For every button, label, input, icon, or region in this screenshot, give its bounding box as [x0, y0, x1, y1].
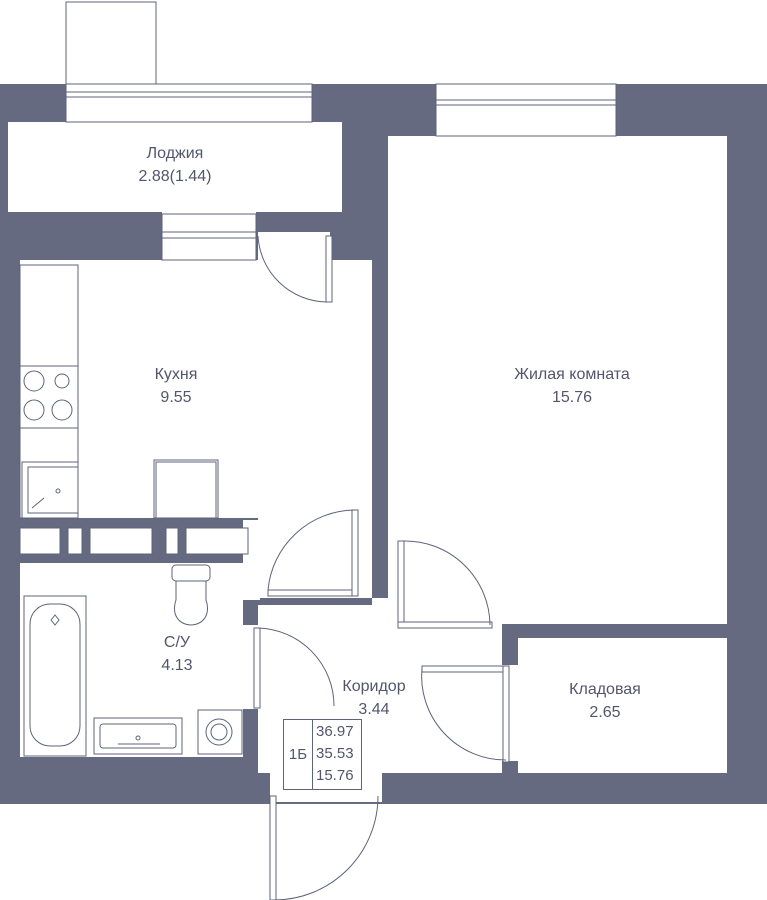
- room-label-bathroom: С/У 4.13: [161, 631, 192, 677]
- living-name: Жилая комната: [514, 366, 630, 383]
- apartment-areas: 36.97 35.53 15.76: [316, 721, 354, 787]
- apartment-spec-box: 1Б 36.97 35.53 15.76: [283, 719, 362, 790]
- loggia-name: Лоджия: [146, 145, 204, 162]
- storage-area: 2.65: [589, 704, 621, 721]
- corridor-area: 3.44: [358, 701, 390, 718]
- area-without-loggia: 35.53: [316, 745, 354, 762]
- loggia-floor: [8, 122, 342, 212]
- room-label-loggia: Лоджия 2.88(1.44): [139, 142, 212, 188]
- living-area: 15.76: [316, 767, 354, 784]
- living-area: 15.76: [551, 389, 593, 406]
- living-floor: [388, 136, 727, 624]
- bathroom-name: С/У: [163, 634, 191, 651]
- storage-floor: [518, 638, 727, 773]
- room-label-kitchen: Кухня 9.55: [155, 363, 198, 409]
- loggia-door-gap: [258, 232, 330, 260]
- doors: [253, 235, 510, 900]
- bathroom-area: 4.13: [161, 657, 193, 674]
- room-label-living: Жилая комната 15.76: [514, 363, 630, 409]
- corridor-floor-ext: [372, 598, 392, 638]
- bathroom-floor: [20, 563, 243, 757]
- room-label-corridor: Коридор 3.44: [342, 675, 405, 721]
- kitchen-floor: [20, 260, 372, 518]
- living-door-gap: [398, 545, 492, 625]
- kitchen-fixtures: [19, 264, 219, 519]
- kitchen-name: Кухня: [154, 366, 198, 383]
- total-area: 36.97: [316, 723, 354, 740]
- apartment-type: 1Б: [284, 720, 313, 789]
- kitchen-area: 9.55: [160, 389, 192, 406]
- room-label-storage: Кладовая 2.65: [569, 678, 641, 724]
- bathroom-fixtures: [23, 564, 243, 757]
- loggia-area: 2.88(1.44): [138, 168, 212, 185]
- windows: [65, 1, 617, 261]
- storage-name: Кладовая: [569, 681, 641, 698]
- corridor-name: Коридор: [342, 678, 406, 695]
